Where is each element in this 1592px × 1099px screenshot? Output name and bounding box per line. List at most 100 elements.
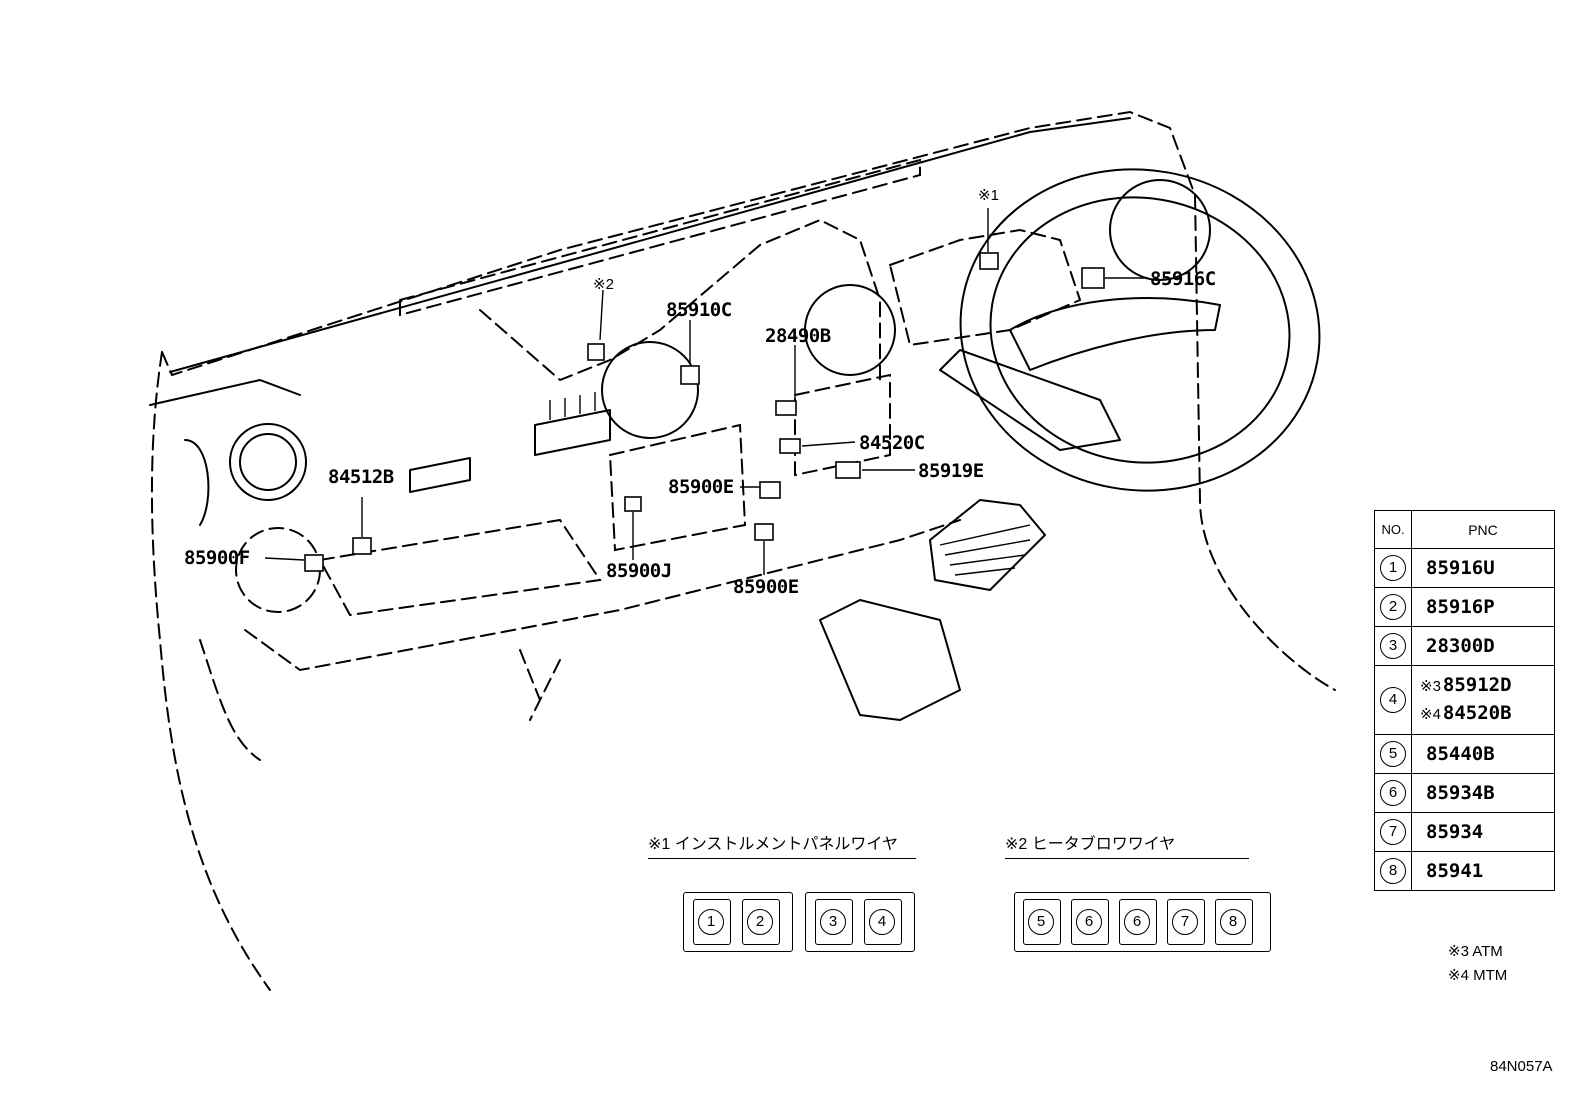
radio-buttons bbox=[549, 392, 596, 420]
center-vent-left bbox=[601, 341, 699, 439]
connector-84520C bbox=[779, 438, 801, 454]
callout-28490B: 28490B bbox=[765, 325, 831, 347]
row-pnc: 85941 bbox=[1411, 851, 1555, 891]
row-number: 5 bbox=[1380, 741, 1406, 767]
header-pnc: PNC bbox=[1411, 510, 1555, 549]
row-number: 8 bbox=[1380, 858, 1406, 884]
row-pnc: 85934 bbox=[1411, 812, 1555, 852]
connector-cell: 1 bbox=[693, 899, 731, 945]
right-gauge bbox=[1109, 179, 1211, 281]
connector-85900F bbox=[304, 554, 324, 572]
connector-cell: 5 bbox=[1023, 899, 1061, 945]
connector-85900E-lower bbox=[754, 523, 774, 541]
wire1-connector-b: 3 4 bbox=[805, 892, 915, 952]
connector-cell: 6 bbox=[1071, 899, 1109, 945]
connector-84512B bbox=[352, 537, 372, 555]
drawing-code: 84N057A bbox=[1490, 1058, 1553, 1075]
connector-cell: 6 bbox=[1119, 899, 1157, 945]
row-number: 1 bbox=[1380, 555, 1406, 581]
table-row: 7 85934 bbox=[1374, 812, 1555, 852]
callout-84520C: 84520C bbox=[859, 432, 925, 454]
dash-left-lower bbox=[199, 639, 261, 761]
connector-85900J bbox=[624, 496, 642, 512]
connector-cell: 2 bbox=[742, 899, 780, 945]
relay-85919E bbox=[835, 461, 861, 479]
connector-85900E-upper bbox=[759, 481, 781, 499]
left-vent-inner bbox=[239, 433, 297, 491]
leader-85900F bbox=[264, 557, 305, 561]
callout-85900J: 85900J bbox=[606, 560, 672, 582]
callout-85900E-upper: 85900E bbox=[668, 476, 734, 498]
mark-2-label: ※2 bbox=[593, 276, 614, 293]
relay-85916C bbox=[1081, 267, 1105, 289]
connector-cell: 7 bbox=[1167, 899, 1205, 945]
center-vent-right bbox=[804, 284, 896, 376]
callout-85910C: 85910C bbox=[666, 299, 732, 321]
legend-wire2-title: ※2 ヒータブロワワイヤ bbox=[1005, 836, 1249, 859]
left-side-panel bbox=[184, 439, 210, 526]
row-number: 3 bbox=[1380, 633, 1406, 659]
row-number: 4 bbox=[1380, 687, 1406, 713]
dash-left-end bbox=[150, 351, 271, 991]
footnote-atm: ※3 ATM bbox=[1448, 943, 1503, 960]
defroster-slot bbox=[399, 158, 921, 317]
table-row: 8 85941 bbox=[1374, 851, 1555, 891]
connector-cell: 8 bbox=[1215, 899, 1253, 945]
connector-28490B bbox=[775, 400, 797, 416]
table-row: 2 85916P bbox=[1374, 587, 1555, 627]
leader-84520C bbox=[801, 441, 856, 447]
connector-cell: 4 bbox=[864, 899, 902, 945]
footnote-mtm: ※4 MTM bbox=[1448, 967, 1508, 984]
center-right-panel bbox=[794, 373, 891, 477]
center-console-lines bbox=[519, 649, 561, 721]
callout-84512B: 84512B bbox=[328, 466, 394, 488]
row-number: 6 bbox=[1380, 780, 1406, 806]
row-pnc: 85440B bbox=[1411, 734, 1555, 774]
steering-column bbox=[929, 499, 1046, 591]
table-row: 3 28300D bbox=[1374, 626, 1555, 666]
column-boot-ribs bbox=[939, 524, 1031, 576]
left-grille bbox=[409, 457, 471, 493]
row-pnc: 85916P bbox=[1411, 587, 1555, 627]
header-no: NO. bbox=[1374, 510, 1412, 549]
row-pnc: 85934B bbox=[1411, 773, 1555, 813]
right-panel-outline bbox=[888, 228, 1082, 347]
glovebox-outline bbox=[318, 518, 602, 617]
legend-wire1-title: ※1 インストルメントパネルワイヤ bbox=[648, 836, 916, 859]
mark-1-label: ※1 bbox=[978, 187, 999, 204]
connector-cell: 3 bbox=[815, 899, 853, 945]
radio-unit bbox=[534, 409, 611, 456]
relay-85910C bbox=[680, 365, 700, 385]
row-number: 7 bbox=[1380, 819, 1406, 845]
row-number: 2 bbox=[1380, 594, 1406, 620]
callout-85916C: 85916C bbox=[1150, 268, 1216, 290]
left-vent bbox=[229, 423, 307, 501]
table-row: 6 85934B bbox=[1374, 773, 1555, 813]
callout-85900E-lower: 85900E bbox=[733, 576, 799, 598]
steering-wheel-rim bbox=[959, 168, 1321, 492]
table-row: 5 85440B bbox=[1374, 734, 1555, 774]
steering-hub bbox=[1009, 297, 1221, 371]
dashboard-top-edge bbox=[169, 117, 1131, 373]
column-lower-cover bbox=[819, 599, 961, 721]
dash-left-face bbox=[149, 379, 301, 406]
row-pnc: 85916U bbox=[1411, 548, 1555, 588]
steering-wheel-inner bbox=[989, 196, 1291, 464]
connector-mark1 bbox=[979, 252, 999, 270]
right-body-line bbox=[1194, 194, 1336, 691]
callout-85919E: 85919E bbox=[918, 460, 984, 482]
wire2-connector: 5 6 6 7 8 bbox=[1014, 892, 1271, 952]
leader-mark2 bbox=[599, 289, 604, 341]
callout-85900F: 85900F bbox=[184, 547, 250, 569]
wire1-connector-a: 1 2 bbox=[683, 892, 793, 952]
center-panel-opening bbox=[608, 423, 747, 552]
relay-mark2 bbox=[587, 343, 605, 361]
steering-spoke-left bbox=[939, 349, 1121, 451]
pnc-header-row: NO. PNC bbox=[1374, 510, 1555, 549]
center-cluster-outline bbox=[479, 218, 881, 382]
